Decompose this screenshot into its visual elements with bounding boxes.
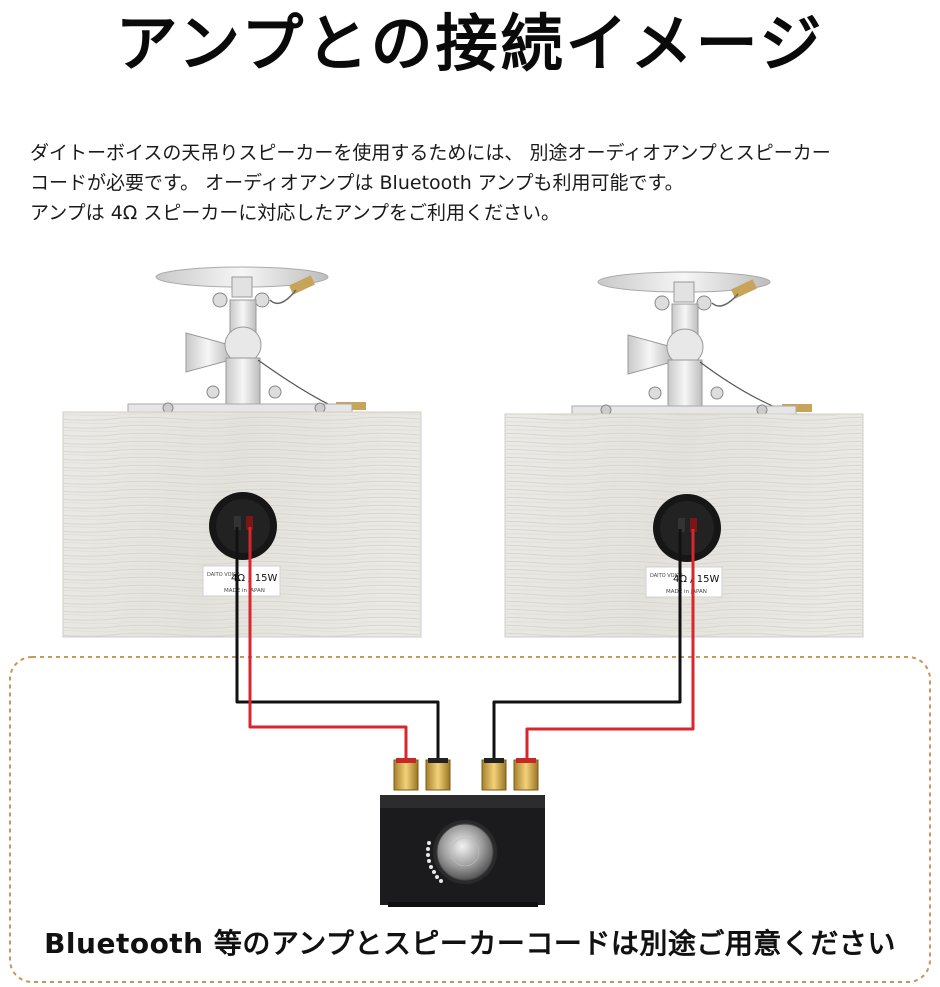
amp-area-border xyxy=(9,656,931,983)
speaker-label xyxy=(645,566,723,598)
page-title: アンプとの接続イメージ xyxy=(115,7,825,80)
description-line-3: アンプは 4Ω スピーカーに対応したアンプをご利用ください。 xyxy=(30,202,561,224)
speaker-rating: 4Ω / 15W xyxy=(673,574,719,585)
description-line-1: ダイトーボイスの天吊りスピーカーを使用するためには、 別途オーディオアンプとスピ… xyxy=(30,142,831,164)
wire-left-black xyxy=(235,527,440,762)
speaker-terminal-icon xyxy=(209,492,277,560)
volume-knob-icon xyxy=(433,820,497,884)
wire-right-black xyxy=(492,529,682,762)
wire-left-red xyxy=(248,527,408,762)
speaker-brand: DAITO VOICE xyxy=(207,572,240,578)
speaker-brand: DAITO VOICE xyxy=(650,573,683,579)
description: ダイトーボイスの天吊りスピーカーを使用するためには、 別途オーディオアンプとスピ… xyxy=(30,138,935,228)
amp-terminal-red-left xyxy=(393,758,419,791)
speaker-left: DAITO VOICE 4Ω / 15W MADE in JAPAN xyxy=(62,266,422,638)
speaker-rating: 4Ω / 15W xyxy=(231,573,277,584)
wire-right-red xyxy=(525,529,695,762)
ceiling-mount-icon xyxy=(571,271,812,417)
speaker-label xyxy=(202,565,281,597)
speaker-right: DAITO VOICE 4Ω / 15W MADE in JAPAN xyxy=(504,271,864,638)
speaker-made-in: MADE in JAPAN xyxy=(224,588,265,594)
footer-note: Bluetooth 等のアンプとスピーカーコードは別途ご用意ください xyxy=(44,927,896,960)
ceiling-mount-icon xyxy=(127,266,366,415)
description-line-2: コードが必要です。 オーディオアンプは Bluetooth アンプも利用可能です… xyxy=(30,172,684,194)
speaker-made-in: MADE in JAPAN xyxy=(666,589,707,595)
amp-terminal-black-left xyxy=(425,758,451,791)
amplifier-icon xyxy=(380,758,545,907)
amp-terminal-black-right xyxy=(481,758,507,791)
speaker-wires xyxy=(235,527,695,762)
amp-led-ring xyxy=(426,841,443,883)
speaker-terminal-icon xyxy=(653,494,721,562)
amp-terminal-red-right xyxy=(513,758,539,791)
